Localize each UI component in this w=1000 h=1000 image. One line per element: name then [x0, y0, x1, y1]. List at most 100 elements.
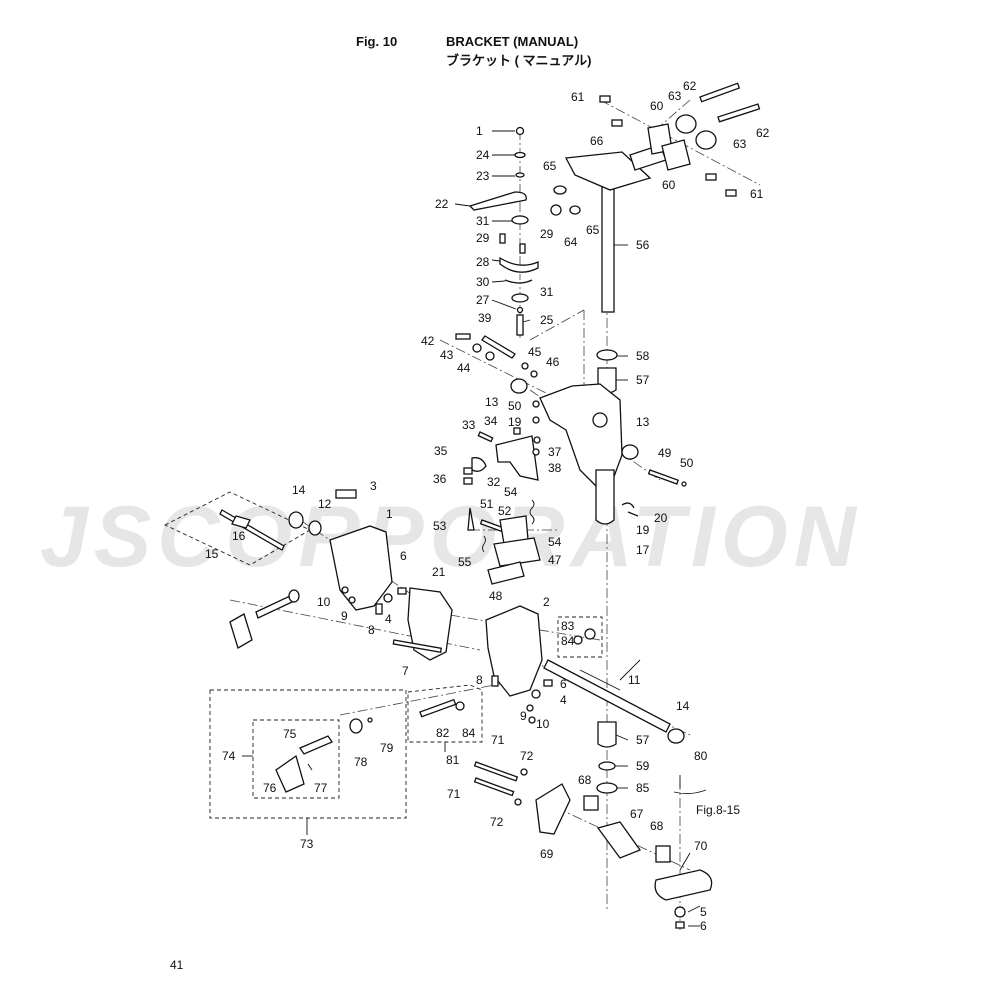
- callout: 55: [458, 555, 472, 569]
- callout: 42: [421, 334, 435, 348]
- callout: 51: [480, 497, 494, 511]
- part-36a: [463, 467, 473, 475]
- callout: 71: [491, 733, 505, 747]
- group-box-74: [252, 719, 340, 799]
- part-55: [482, 535, 486, 553]
- part-72b: [514, 798, 522, 806]
- part-57-lower: [597, 721, 617, 748]
- callout: 16: [232, 529, 246, 543]
- part-13b: [621, 444, 639, 460]
- part-30: [504, 279, 533, 284]
- callout: 17: [636, 543, 650, 557]
- part-72a: [520, 768, 528, 776]
- part-84a: [573, 635, 583, 645]
- part-64: [550, 204, 562, 216]
- part-10b: [528, 716, 536, 724]
- callout: 3: [370, 479, 377, 493]
- figure-label: Fig. 10: [356, 34, 398, 49]
- callout: 38: [548, 461, 562, 475]
- callout: 50: [680, 456, 694, 470]
- callout: 35: [434, 444, 448, 458]
- part-58: [596, 349, 618, 361]
- part-45: [521, 362, 529, 370]
- callout: 6: [560, 677, 567, 691]
- callout: 81: [446, 753, 460, 767]
- part-56-shaft: [601, 179, 615, 313]
- callout: 54: [504, 485, 518, 499]
- tilt-pin-left: [255, 595, 293, 619]
- part-75-pin: [299, 735, 333, 755]
- leader-lines: [242, 130, 701, 927]
- callout: 57: [636, 733, 650, 747]
- callout: 5: [700, 905, 707, 919]
- part-20: [627, 511, 639, 517]
- callout: 77: [314, 781, 328, 795]
- callout: 25: [540, 313, 554, 327]
- part-14b: [667, 728, 685, 744]
- callout: 70: [694, 839, 708, 853]
- part-61a: [599, 95, 611, 103]
- callout: 9: [520, 709, 527, 723]
- callout: 21: [432, 565, 446, 579]
- callout: 59: [636, 759, 650, 773]
- swivel-boss: [592, 412, 608, 428]
- part-37: [533, 436, 541, 444]
- part-53: [467, 507, 475, 531]
- part-50b: [681, 481, 687, 487]
- part-77: [307, 763, 313, 771]
- part-59: [598, 761, 616, 771]
- callout: 64: [564, 235, 578, 249]
- callout: 76: [263, 781, 277, 795]
- part-11-tube: [543, 659, 671, 733]
- callout: 27: [476, 293, 490, 307]
- part-swivel-lower-tube: [595, 469, 615, 525]
- callout: 7: [402, 664, 409, 678]
- parts: [219, 82, 761, 929]
- part-2-right-bracket: [485, 605, 543, 697]
- callout: 23: [476, 169, 490, 183]
- callout: 53: [433, 519, 447, 533]
- callout: 2: [543, 595, 550, 609]
- part-61b: [611, 119, 623, 127]
- callout: 19: [508, 415, 522, 429]
- callout: 52: [498, 504, 512, 518]
- part-46: [530, 370, 538, 378]
- callout: 15: [205, 547, 219, 561]
- part-70: [654, 869, 713, 901]
- part-69: [535, 783, 571, 835]
- part-9b: [526, 704, 534, 712]
- part-39: [481, 335, 516, 359]
- callout: 73: [300, 837, 314, 851]
- part-65b: [569, 205, 581, 215]
- part-16: [231, 515, 251, 529]
- callout: 58: [636, 349, 650, 363]
- part-6b: [543, 679, 553, 687]
- part-4b: [531, 689, 541, 699]
- callout: 6: [400, 549, 407, 563]
- part-84b: [455, 701, 465, 711]
- callout: 8: [368, 623, 375, 637]
- part-10a: [341, 586, 349, 594]
- callout: 78: [354, 755, 368, 769]
- group-box-81: [407, 684, 483, 743]
- part-38: [532, 448, 540, 456]
- callout: 45: [528, 345, 542, 359]
- callout: 20: [654, 511, 668, 525]
- part-1-left-bracket: [329, 525, 393, 611]
- part-54-spring: [529, 499, 535, 525]
- part-63b: [695, 130, 717, 150]
- callout: 82: [436, 726, 450, 740]
- callout: 74: [222, 749, 236, 763]
- callout: 43: [440, 348, 454, 362]
- callout: 6: [700, 919, 707, 933]
- callout: 63: [668, 89, 682, 103]
- part-15-rod: [219, 509, 285, 551]
- callout: 8: [476, 673, 483, 687]
- callout-labels: 1 24 23 22 31 29 29 28 30 31 27 25 39 42…: [205, 79, 770, 933]
- part-35: [471, 457, 487, 472]
- callout: 49: [658, 446, 672, 460]
- part-60b: [661, 139, 691, 171]
- callout: 9: [341, 609, 348, 623]
- part-48: [487, 561, 525, 585]
- page-number: 41: [170, 958, 184, 972]
